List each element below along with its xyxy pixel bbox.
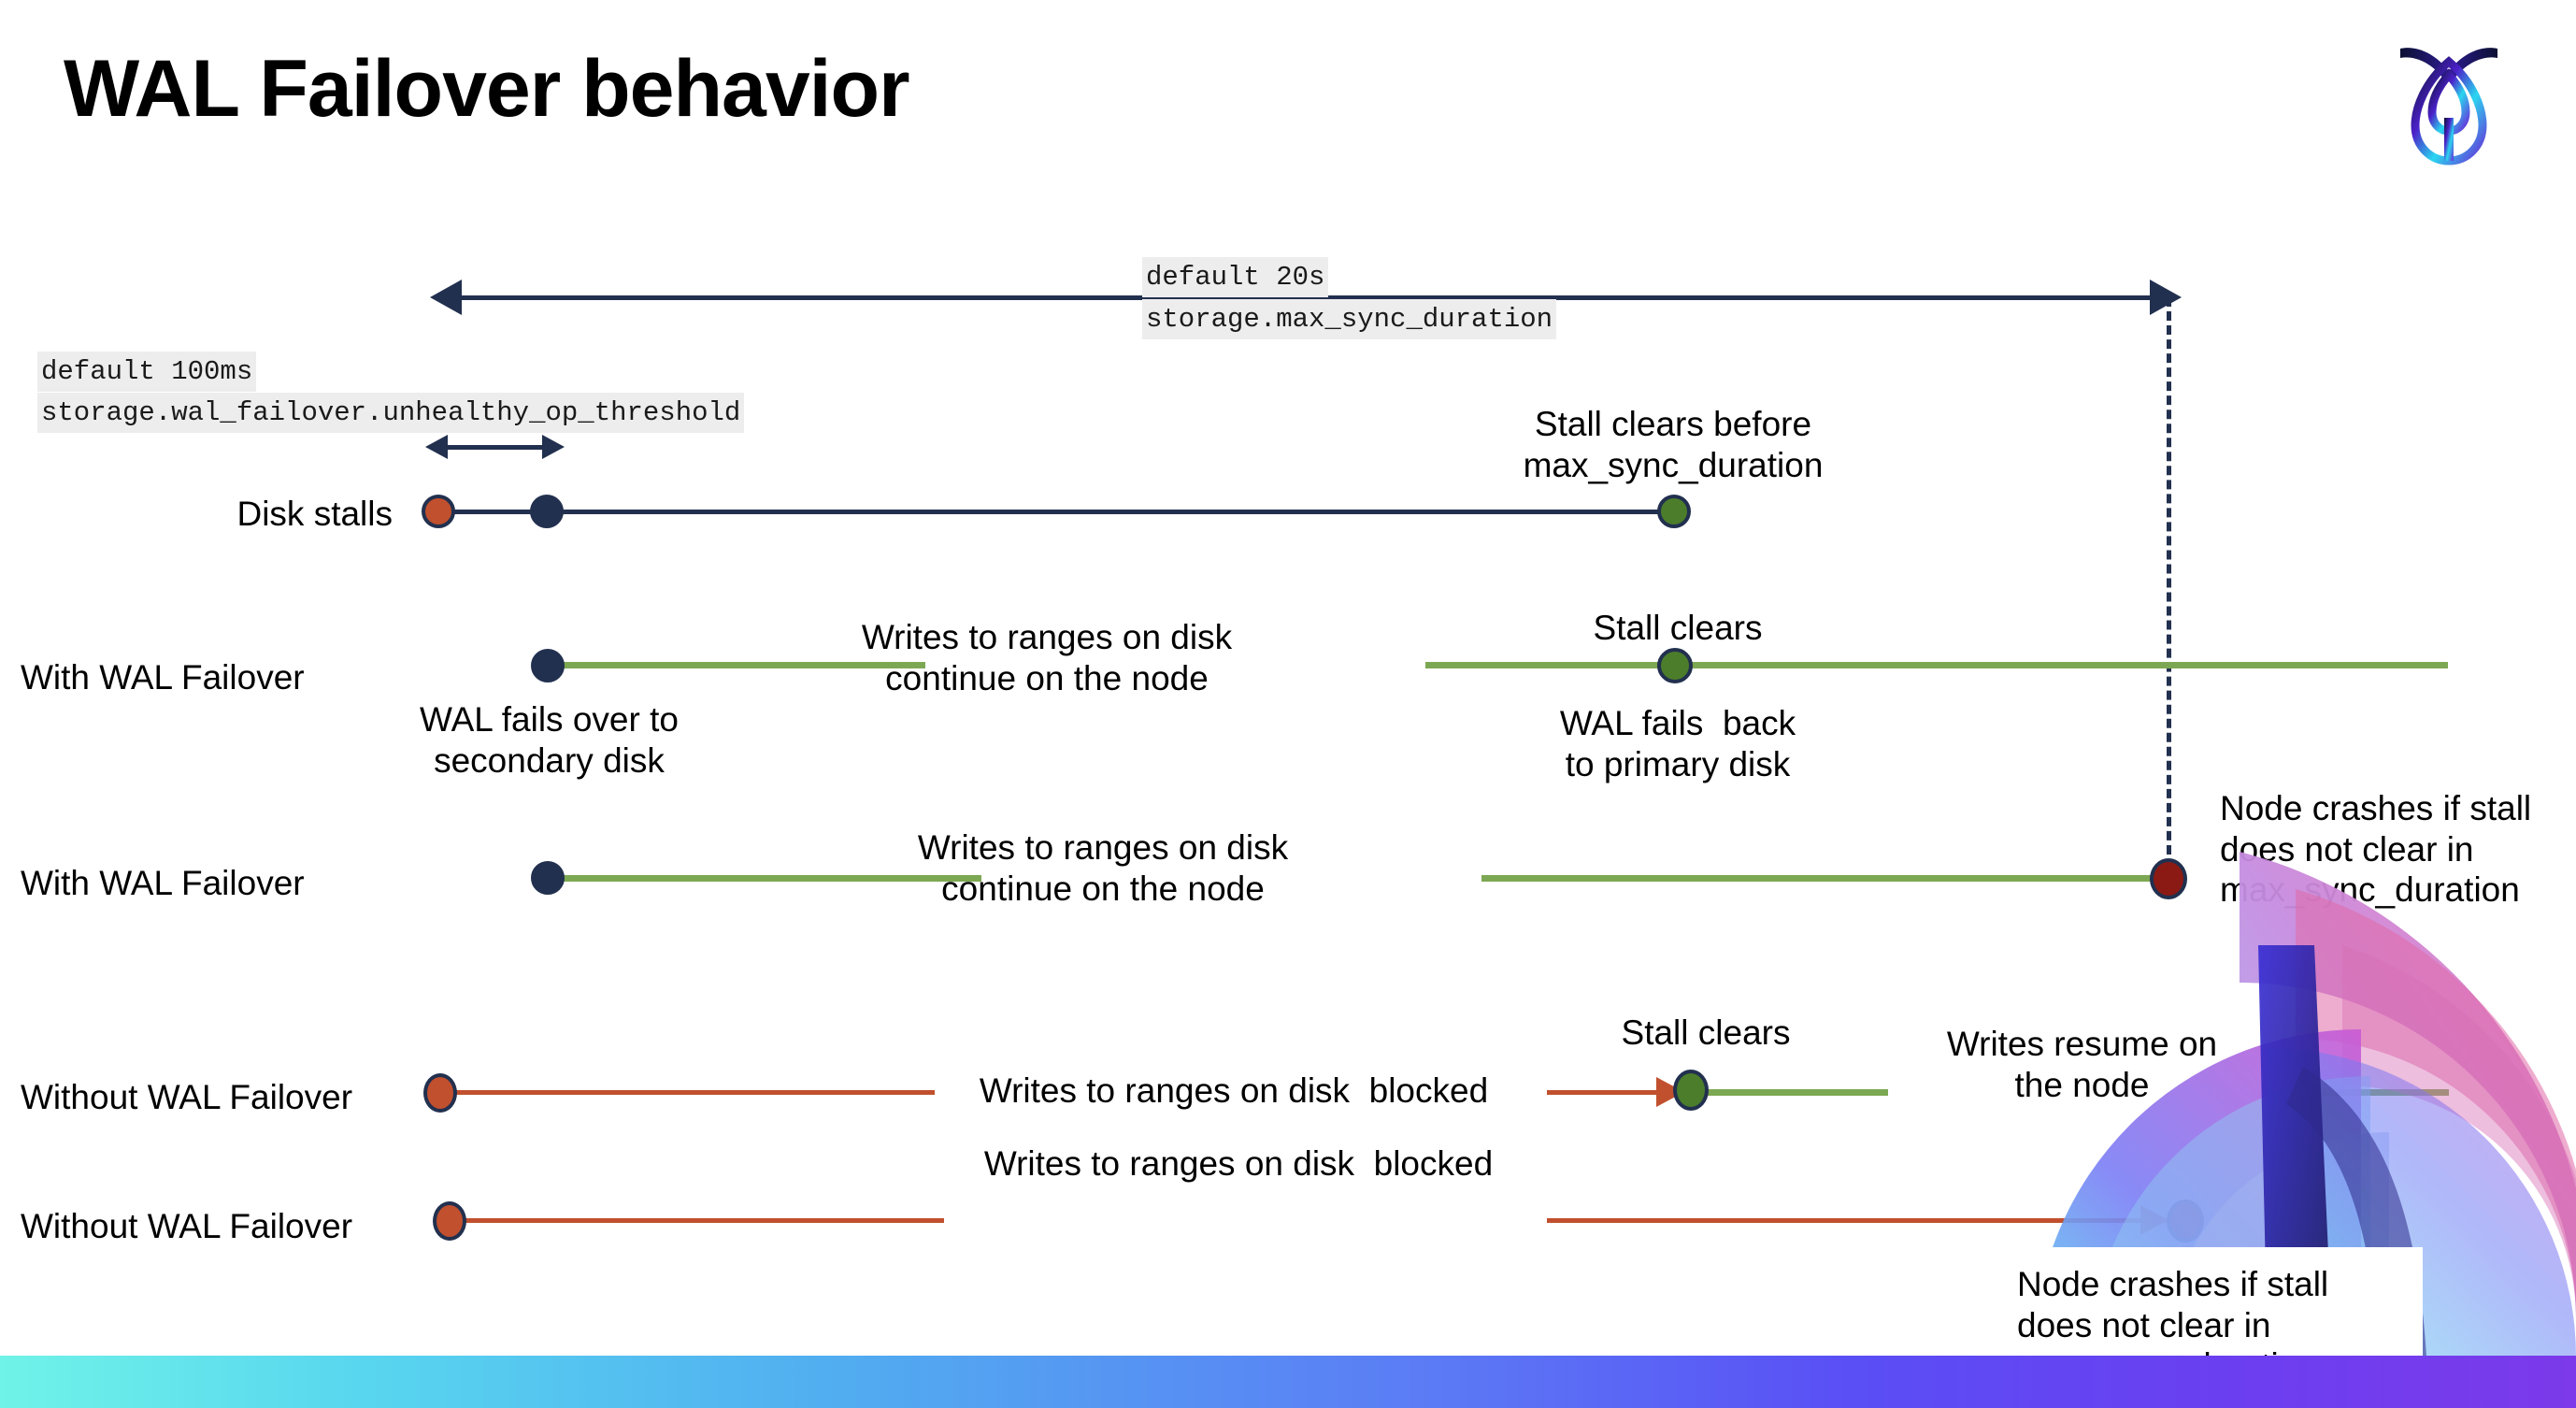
row-label-with-wal-failover-1: With WAL Failover [21,658,305,697]
with-wal-1-clear-note: Stall clears [1593,609,1763,647]
without-wal-2-line-right [1547,1218,2168,1223]
max-sync-dashed-guide [2167,297,2171,883]
without-wal-1-stall-dot [423,1073,457,1113]
unhealthy-setting-chip: storage.wal_failover.unhealthy_op_thresh… [37,393,745,434]
disk-stalls-note: Stall clears before max_sync_duration [1523,405,1824,484]
max-sync-span-line [460,295,2152,300]
max-sync-setting-chip: storage.max_sync_duration [1142,299,1557,340]
without-wal-1-line-left [449,1090,935,1095]
max-sync-default-chip: default 20s [1142,257,1329,298]
max-sync-arrow-right-head [2150,280,2182,315]
with-wal-2-crash-dot [2150,858,2187,899]
with-wal-2-crash-note: Node crashes if stall does not clear in … [2220,789,2532,910]
row-label-without-wal-failover-2: Without WAL Failover [21,1207,353,1245]
without-wal-2-stall-dot [433,1201,466,1241]
with-wal-2-line-right [1481,875,2178,882]
disk-stalls-clear-dot [1657,495,1691,528]
without-wal-2-mid-note: Writes to ranges on disk blocked [983,1144,1494,1183]
with-wal-1-mid-note: Writes to ranges on disk continue on the… [861,618,1233,697]
with-wal-2-line-left [547,875,981,882]
cockroachdb-logo-icon [2393,28,2505,168]
without-wal-1-resume-note: Writes resume on the node [1946,1025,2218,1104]
unhealthy-span-line [444,445,556,450]
with-wal-2-failover-dot [531,861,565,895]
row-label-disk-stalls: Disk stalls [236,495,393,533]
row-label-with-wal-failover-2: With WAL Failover [21,864,305,902]
with-wal-1-line-right [1425,662,2448,668]
without-wal-1-clear-dot [1673,1070,1709,1111]
with-wal-1-failover-dot [531,649,565,682]
without-wal-2-line-left [458,1218,944,1223]
without-wal-1-line-green [1696,1089,1888,1096]
row-label-without-wal-failover-1: Without WAL Failover [21,1078,353,1116]
page-title: WAL Failover behavior [64,44,910,134]
without-wal-1-clear-note: Stall clears [1621,1013,1791,1052]
without-wal-1-line-arrow-seg [1547,1090,1673,1095]
disk-stalls-start-dot [422,495,455,528]
with-wal-1-line-left [547,662,925,668]
disk-stalls-line [439,510,1673,514]
without-wal-1-mid-note: Writes to ranges on disk blocked [979,1071,1489,1110]
with-wal-2-mid-note: Writes to ranges on disk continue on the… [917,828,1289,908]
unhealthy-default-chip: default 100ms [37,352,257,393]
with-wal-1-clear-dot [1657,648,1693,683]
max-sync-arrow-left-head [430,280,462,315]
unhealthy-arrow-right-head [542,435,565,459]
bottom-gradient-band [0,1356,2576,1408]
with-wal-1-failback-note: WAL fails back to primary disk [1559,704,1796,783]
with-wal-1-failover-note: WAL fails over to secondary disk [420,700,679,780]
disk-stalls-failover-dot [530,495,564,528]
